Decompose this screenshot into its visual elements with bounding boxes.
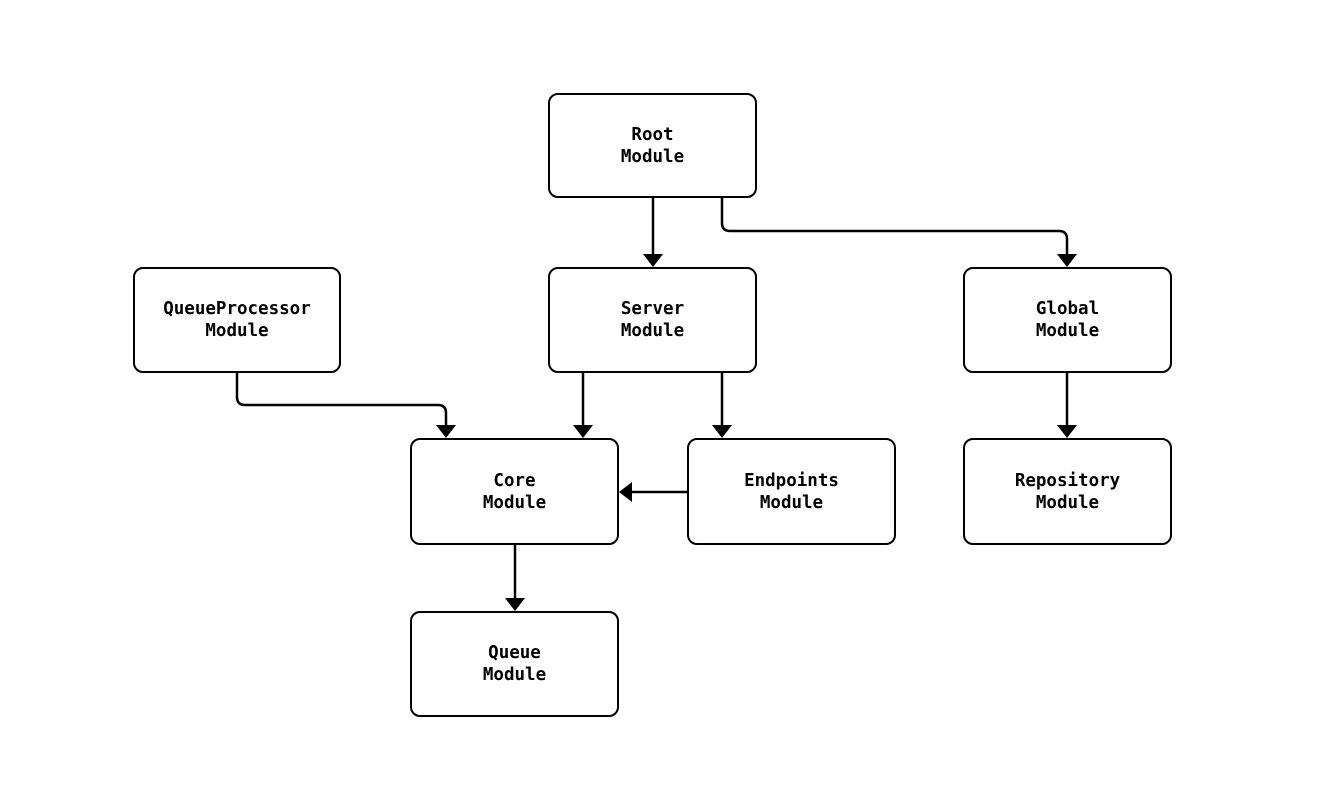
- node-queue-module: Queue Module: [410, 611, 619, 717]
- node-label: QueueProcessor Module: [163, 299, 311, 341]
- node-endpoints-module: Endpoints Module: [687, 438, 896, 545]
- node-label: Server Module: [620, 299, 685, 341]
- node-global-module: Global Module: [963, 267, 1172, 373]
- node-repository-module: Repository Module: [963, 438, 1172, 545]
- node-label: Repository Module: [1014, 470, 1121, 513]
- node-label: Endpoints Module: [744, 470, 839, 513]
- node-label: Core Module: [482, 470, 547, 513]
- edge-root-to-global: [720, 198, 1077, 267]
- node-label: Global Module: [1035, 299, 1100, 341]
- node-root-module: Root Module: [548, 93, 757, 198]
- node-server-module: Server Module: [548, 267, 757, 373]
- node-label: Root Module: [620, 124, 685, 167]
- node-label: Queue Module: [482, 643, 547, 685]
- node-queueprocessor-module: QueueProcessor Module: [133, 267, 341, 373]
- node-core-module: Core Module: [410, 438, 619, 545]
- edge-queueprocessor-to-core: [235, 373, 456, 438]
